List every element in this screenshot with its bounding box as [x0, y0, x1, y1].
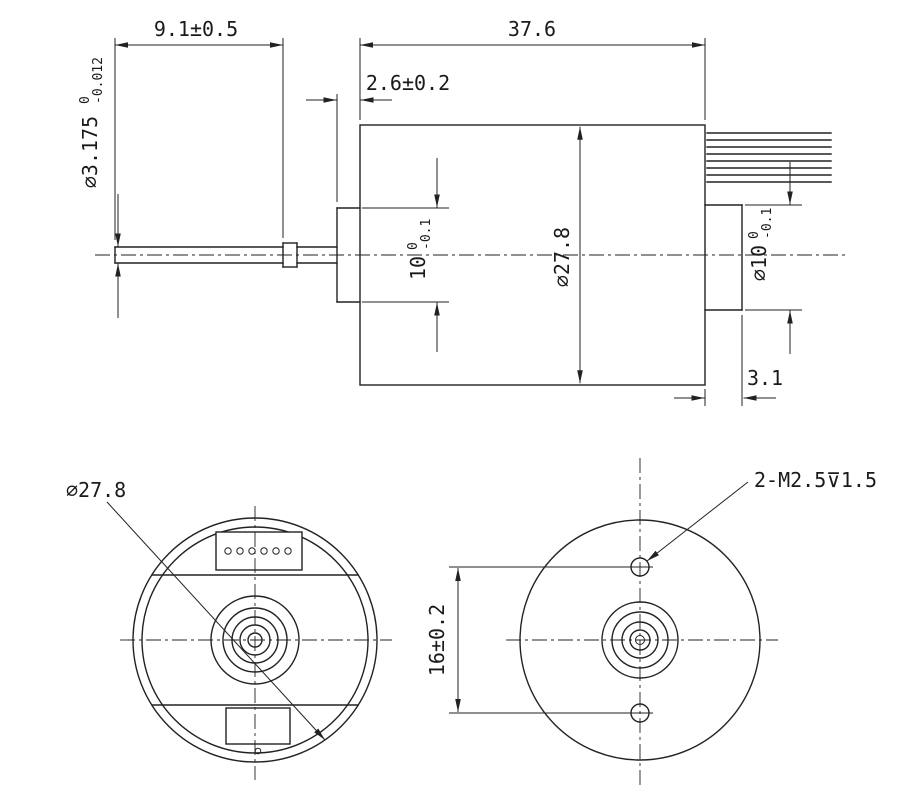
leader-line: [646, 481, 749, 562]
dim-rear-boss-lower-tol: -0.1: [760, 208, 775, 239]
connector-pin: [236, 547, 244, 555]
dim-rear-boss-upper-tol: 0: [747, 231, 762, 239]
dim-body-length: 37.6: [359, 17, 706, 120]
rear-view: 16±0.2 2-M2.5⊽1.5: [425, 458, 877, 788]
dim-rear-step-length-label: 3.1: [747, 366, 783, 390]
leader-line: [106, 501, 326, 741]
dim-shaft-length: 9.1±0.5: [114, 17, 284, 240]
screw-spec-callout: 2-M2.5⊽1.5: [646, 468, 877, 562]
dim-shaft-diameter: ∅3.175 0 -0.012: [78, 57, 121, 318]
dim-shaft-diameter-lower-tol: -0.012: [91, 57, 106, 104]
dim-shaft-length-label: 9.1±0.5: [154, 17, 238, 41]
front-view: ∅27.8: [66, 478, 392, 780]
connector-pin: [260, 547, 268, 555]
connector-pin: [284, 547, 292, 555]
dim-rear-step-length: 3.1: [674, 315, 783, 406]
dim-front-boss-upper-tol: 0: [406, 242, 421, 250]
dim-body-diameter-label: ∅27.8: [550, 227, 574, 287]
dim-body-length-label: 37.6: [508, 17, 556, 41]
bottom-terminal-block: [225, 707, 291, 745]
motor-shaft: [114, 242, 338, 268]
dim-rear-boss-diameter-label: ∅10: [747, 245, 771, 281]
dim-hole-spacing-label: 16±0.2: [425, 604, 449, 676]
dim-body-diameter: ∅27.8: [550, 126, 583, 384]
lead-wires: [706, 132, 832, 183]
front-diameter-callout: ∅27.8: [66, 478, 326, 741]
connector-pin: [272, 547, 280, 555]
dim-rear-boss-diameter: ∅10 0 -0.1: [745, 162, 802, 354]
screw-spec-label: 2-M2.5⊽1.5: [754, 468, 877, 492]
dim-hole-spacing: 16±0.2: [425, 566, 630, 714]
rear-boss: [704, 204, 743, 311]
dim-front-boss-length: 2.6±0.2: [306, 71, 450, 202]
dim-front-boss-diameter-label: 10: [406, 256, 430, 280]
dim-front-boss-diameter: 10 0 -0.1: [362, 158, 449, 352]
front-diameter-label: ∅27.8: [66, 478, 126, 502]
dim-shaft-diameter-upper-tol: 0: [78, 96, 93, 104]
connector-pin: [224, 547, 232, 555]
dim-shaft-diameter-label: ∅3.175: [78, 116, 102, 188]
connector-block: [215, 531, 303, 571]
dim-front-boss-lower-tol: -0.1: [419, 219, 434, 250]
dim-front-boss-length-label: 2.6±0.2: [366, 71, 450, 95]
side-view: 9.1±0.5 37.6 2.6±0.2 ∅3.175 0 -0.012: [78, 17, 845, 406]
